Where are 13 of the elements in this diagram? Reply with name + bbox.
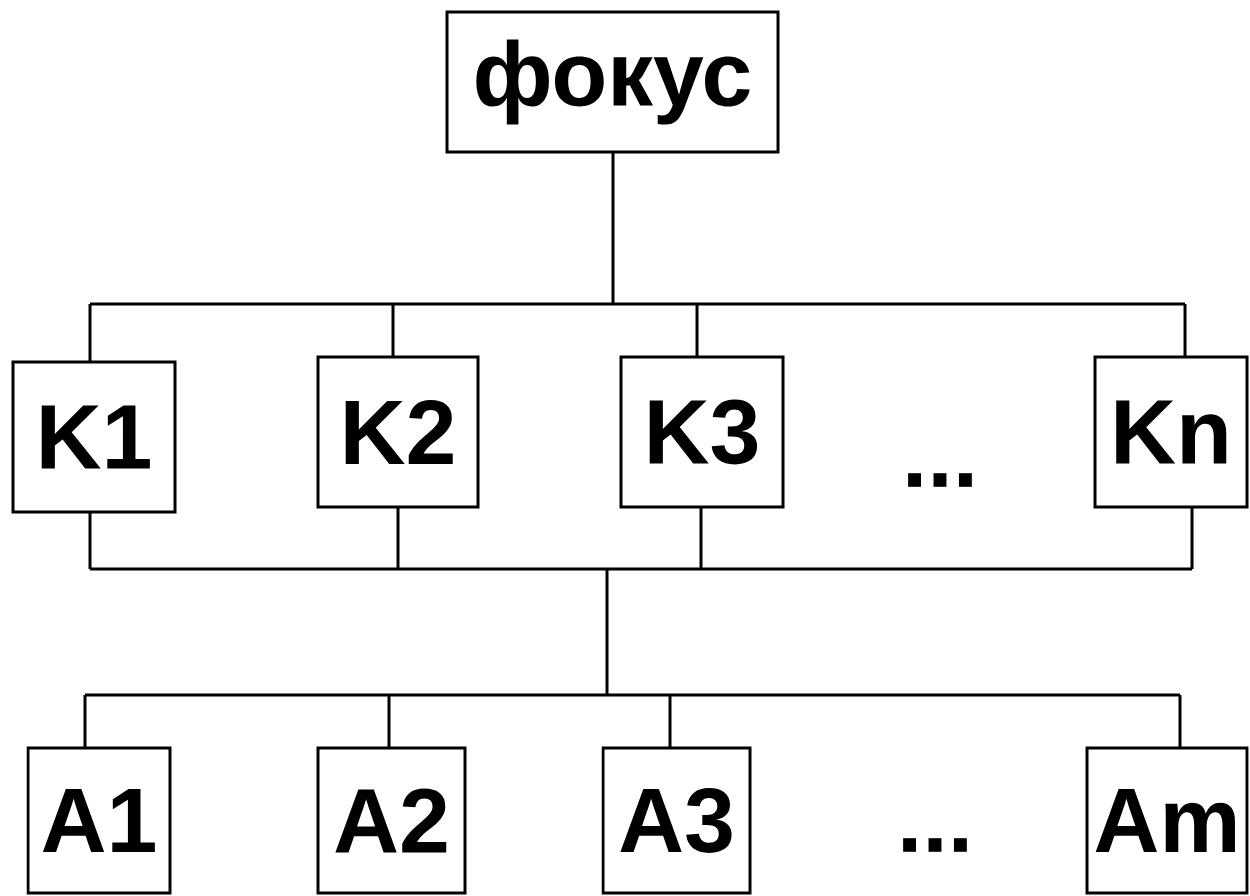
- label-box: фокус: [445, 10, 780, 154]
- label-box: K2: [316, 355, 480, 509]
- connector: [83, 505, 1194, 750]
- label-box: K1: [11, 360, 177, 514]
- label-box: A1: [26, 746, 172, 895]
- connector: [88, 150, 1187, 364]
- ellipsis: ...: [903, 838, 967, 852]
- label-box: Kn: [1093, 355, 1249, 509]
- label-box: K3: [619, 355, 785, 509]
- label-box: A3: [601, 746, 752, 895]
- label-box: A2: [316, 746, 467, 895]
- label-box: Am: [1085, 746, 1249, 895]
- ellipsis: ...: [908, 473, 972, 487]
